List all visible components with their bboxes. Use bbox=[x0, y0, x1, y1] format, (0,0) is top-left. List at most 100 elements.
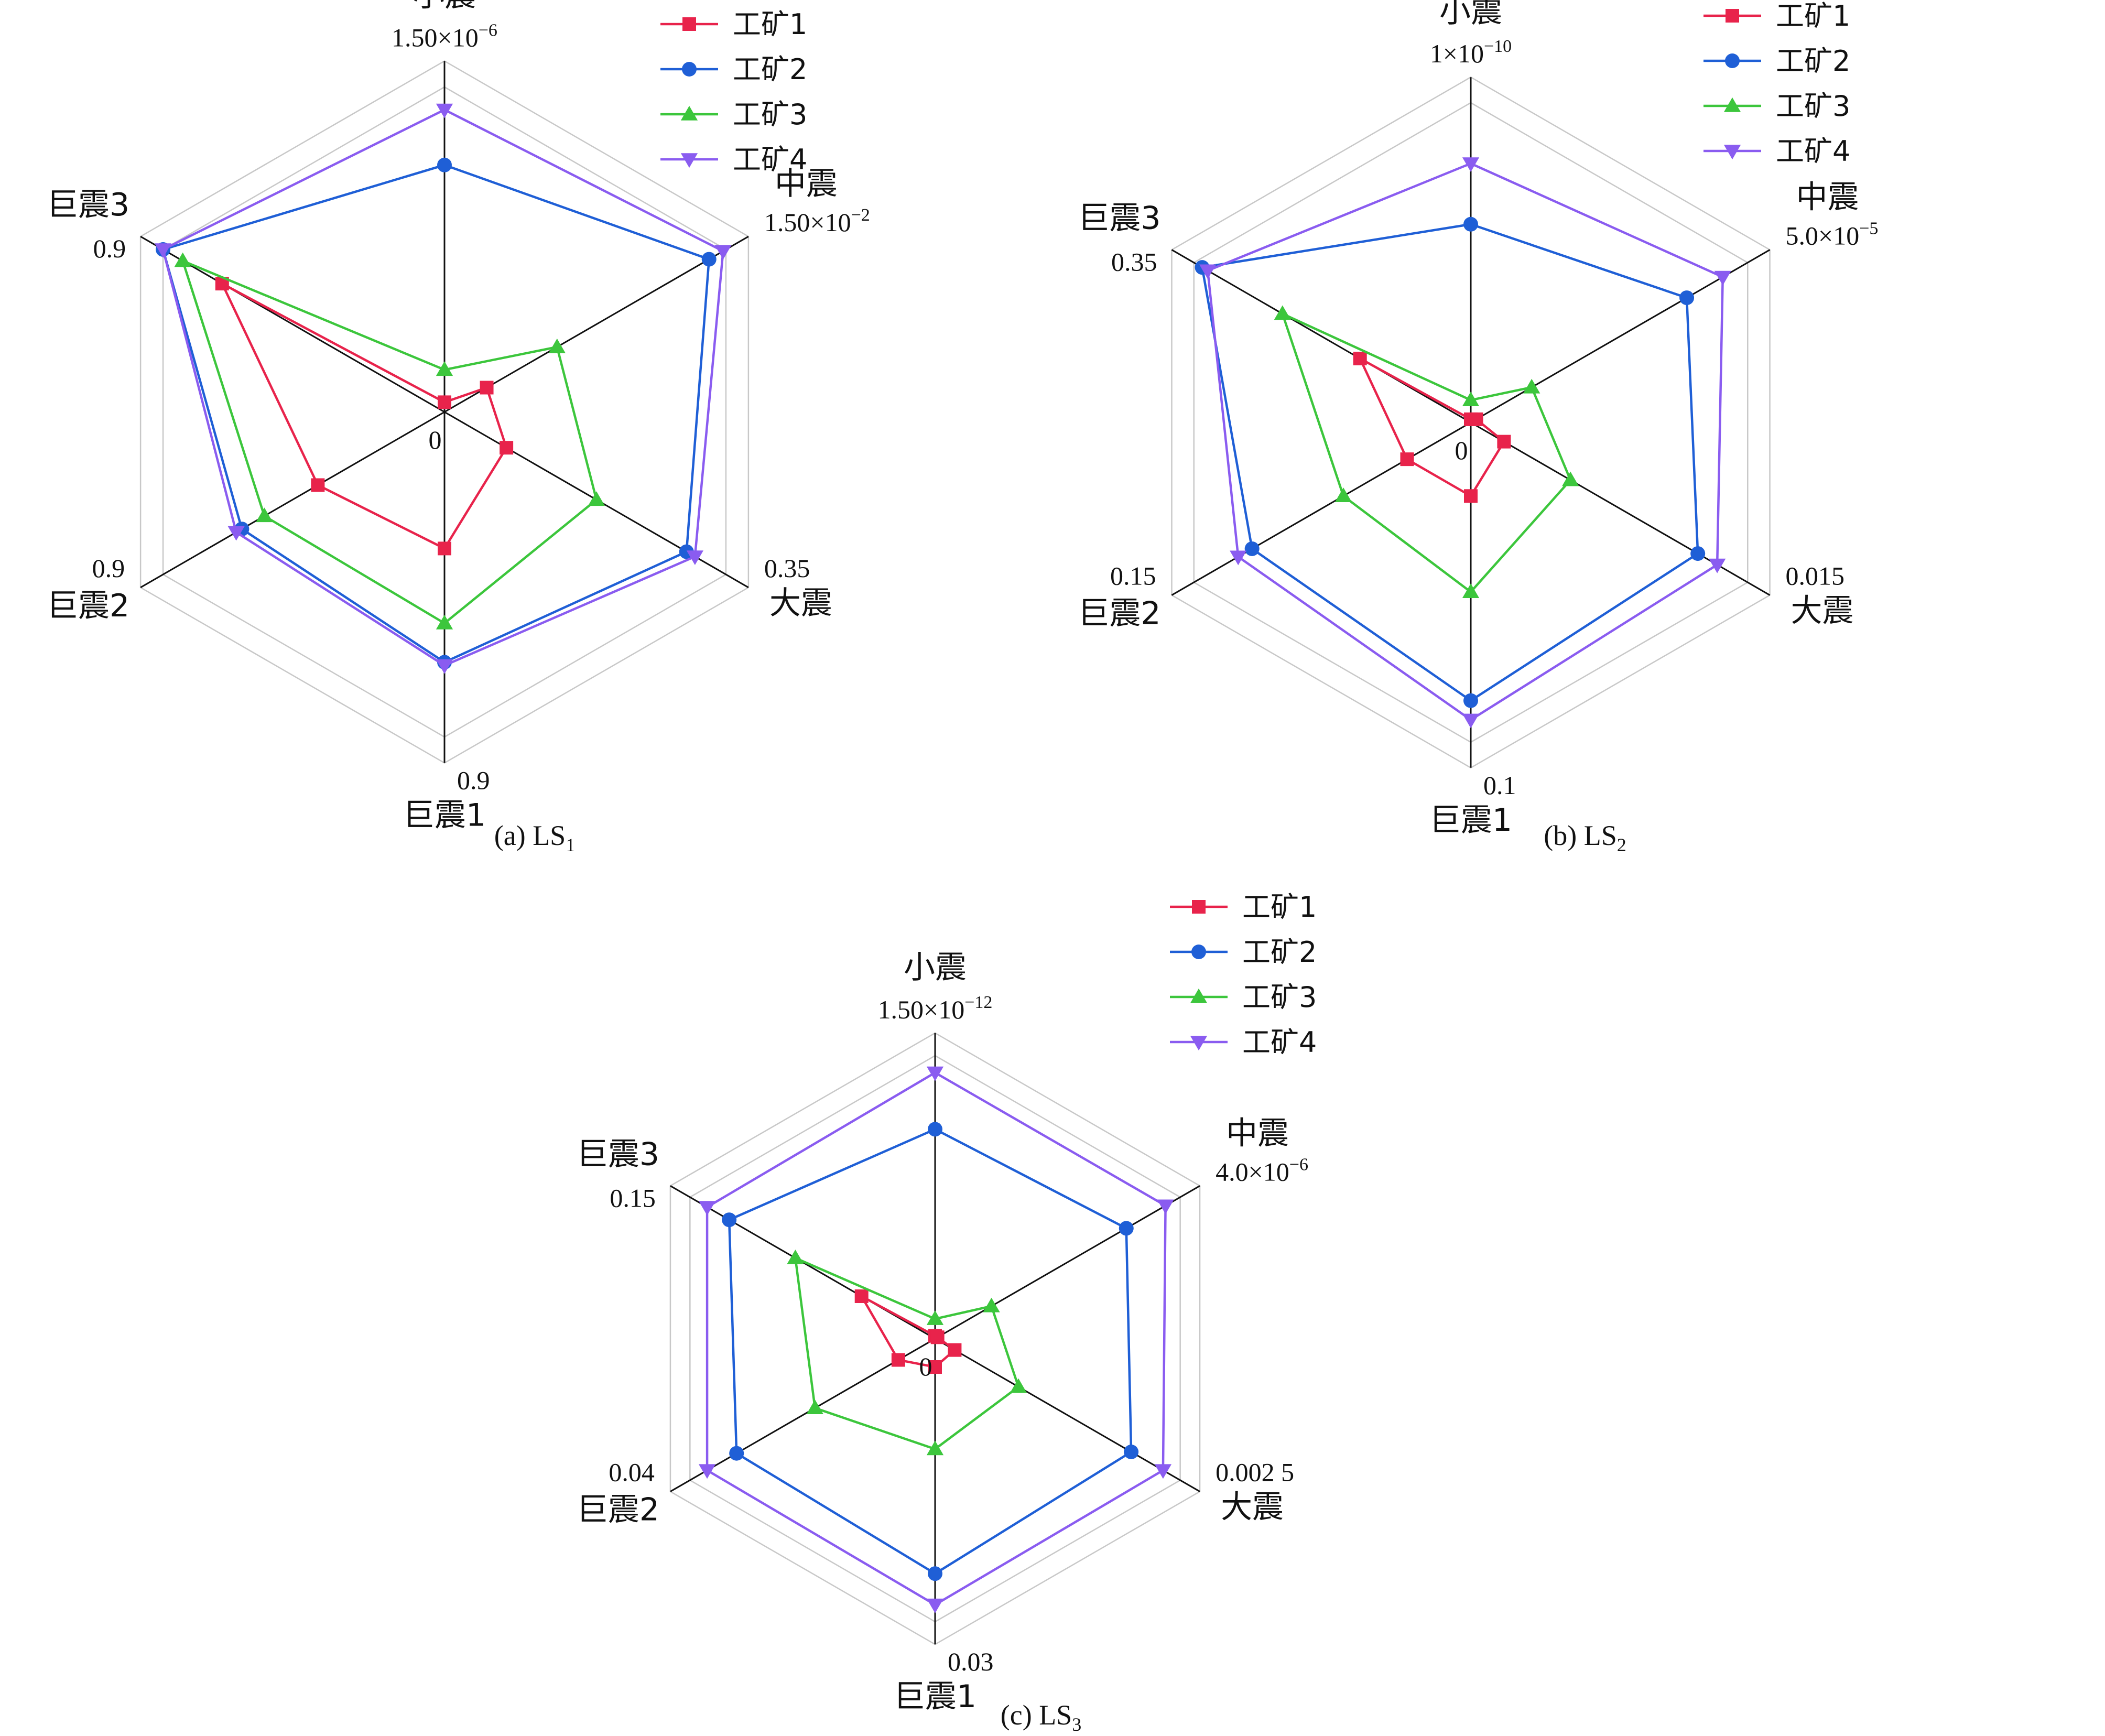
series-line bbox=[1200, 223, 1699, 702]
series-line bbox=[181, 258, 598, 625]
axis-max-label: 5.0×10−5 bbox=[1786, 219, 1879, 251]
data-point-marker bbox=[437, 157, 452, 172]
radar-chart-1: 0小震1.50×10−6中震1.50×10−20.35大震0.9巨震10.9巨震… bbox=[47, 0, 870, 855]
axis-title: 小震 bbox=[904, 949, 967, 986]
series-工矿4 bbox=[698, 1066, 1174, 1613]
axis-max-label: 0.15 bbox=[1110, 561, 1156, 590]
legend-marker bbox=[1723, 145, 1741, 160]
axis-line bbox=[1171, 249, 1471, 424]
axis-line bbox=[935, 1185, 1200, 1340]
data-point-marker bbox=[1334, 487, 1352, 502]
legend-label: 工矿1 bbox=[733, 8, 807, 41]
axis-max-label: 0.9 bbox=[93, 234, 126, 263]
data-point-marker bbox=[1562, 471, 1579, 486]
legend-marker bbox=[682, 17, 696, 31]
data-point-marker bbox=[928, 1360, 942, 1374]
data-point-marker bbox=[1523, 378, 1540, 394]
axis-title: 大震 bbox=[1791, 592, 1854, 629]
axis-max-label: 0.15 bbox=[610, 1183, 656, 1212]
series-工矿2 bbox=[156, 157, 717, 670]
data-point-marker bbox=[1154, 1464, 1172, 1479]
axis-title: 中震 bbox=[1796, 179, 1859, 216]
data-point-marker bbox=[1157, 1199, 1174, 1214]
series-line bbox=[1357, 355, 1506, 498]
axis-max-label: 1.50×10−6 bbox=[392, 20, 497, 52]
data-point-marker bbox=[1469, 412, 1483, 426]
axis-title: 巨震2 bbox=[1078, 595, 1160, 632]
axis-max-label: 0.03 bbox=[948, 1647, 994, 1676]
axis-title: 巨震3 bbox=[577, 1136, 659, 1173]
data-point-marker bbox=[436, 103, 453, 118]
data-point-marker bbox=[174, 252, 191, 267]
data-point-marker bbox=[926, 1598, 944, 1613]
data-point-marker bbox=[714, 245, 732, 260]
axis-max-label: 1.50×10−2 bbox=[764, 205, 870, 237]
legend-marker bbox=[1190, 988, 1208, 1003]
axis-max-label: 0.002 5 bbox=[1216, 1458, 1294, 1487]
data-point-marker bbox=[926, 1066, 944, 1081]
axis-zero-label: 0 bbox=[1455, 436, 1468, 465]
data-point-marker bbox=[948, 1343, 962, 1357]
legend-label: 工矿2 bbox=[733, 53, 807, 86]
axis-max-label: 0.9 bbox=[92, 554, 125, 583]
legend-label: 工矿2 bbox=[1242, 936, 1317, 969]
data-point-marker bbox=[227, 526, 245, 541]
axis-max-label: 0.015 bbox=[1786, 561, 1845, 590]
data-point-marker bbox=[1462, 157, 1480, 172]
series-line bbox=[161, 108, 724, 667]
axis-max-label: 0.9 bbox=[457, 766, 490, 795]
data-point-marker bbox=[1462, 713, 1480, 729]
axis-title: 中震 bbox=[775, 166, 838, 202]
axis-title: 大震 bbox=[1221, 1489, 1284, 1526]
data-point-marker bbox=[983, 1297, 1000, 1312]
data-point-marker bbox=[436, 614, 453, 630]
data-point-marker bbox=[1230, 550, 1247, 566]
data-point-marker bbox=[891, 1353, 905, 1367]
axis-title: 巨震2 bbox=[47, 588, 129, 624]
axis-title: 中震 bbox=[1226, 1115, 1289, 1152]
axis-title: 小震 bbox=[413, 0, 476, 14]
chart-caption: (c) LS3 bbox=[1001, 1699, 1081, 1735]
data-point-marker bbox=[1244, 541, 1260, 556]
series-工矿3 bbox=[1274, 305, 1579, 598]
legend-marker bbox=[1190, 1036, 1208, 1051]
data-point-marker bbox=[722, 1212, 737, 1228]
legend-label: 工矿4 bbox=[733, 143, 807, 176]
data-point-marker bbox=[311, 478, 325, 492]
data-point-marker bbox=[1463, 693, 1478, 708]
axis-zero-label: 0 bbox=[429, 425, 442, 454]
data-point-marker bbox=[1497, 435, 1511, 449]
axis-line bbox=[1171, 421, 1471, 596]
axis-title: 大震 bbox=[769, 585, 832, 622]
data-point-marker bbox=[1462, 583, 1480, 598]
data-point-marker bbox=[1714, 270, 1731, 286]
data-point-marker bbox=[928, 1566, 942, 1581]
axis-line bbox=[140, 235, 445, 413]
data-point-marker bbox=[1462, 392, 1480, 406]
data-point-marker bbox=[854, 1289, 869, 1303]
series-line bbox=[794, 1256, 1020, 1451]
axis-max-label: 0.35 bbox=[1111, 247, 1157, 277]
axis-title: 小震 bbox=[1439, 0, 1502, 30]
axis-title: 巨震3 bbox=[1078, 200, 1160, 237]
series-工矿4 bbox=[154, 103, 732, 674]
axis-max-label: 0.1 bbox=[1483, 771, 1516, 800]
data-point-marker bbox=[686, 550, 703, 566]
data-point-marker bbox=[436, 659, 453, 674]
axis-title: 巨震1 bbox=[1429, 802, 1512, 839]
data-point-marker bbox=[1463, 216, 1478, 232]
radar-chart-2: 0小震1×10−10中震5.0×10−50.015大震0.1巨震10.15巨震2… bbox=[1078, 0, 1878, 855]
data-point-marker bbox=[438, 395, 451, 409]
axis-title: 巨震1 bbox=[403, 797, 486, 834]
axis-line bbox=[140, 411, 445, 589]
legend-marker bbox=[1726, 9, 1739, 23]
data-point-marker bbox=[154, 243, 172, 258]
data-point-marker bbox=[1119, 1221, 1134, 1236]
data-point-marker bbox=[436, 361, 453, 376]
data-point-marker bbox=[926, 1440, 944, 1456]
legend-label: 工矿4 bbox=[1242, 1026, 1317, 1059]
